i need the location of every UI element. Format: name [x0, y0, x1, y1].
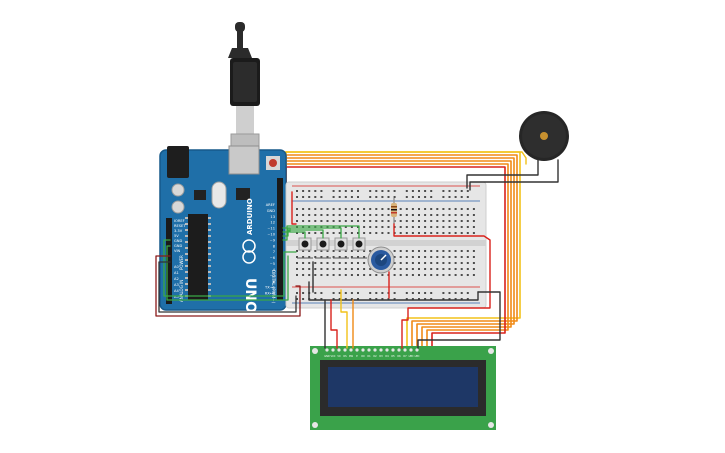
lcd-pin-label: RW [349, 355, 354, 358]
digital-pin-label: GND [267, 209, 275, 213]
lcd-screen [328, 367, 478, 407]
lcd-pin [385, 348, 389, 352]
wire [163, 239, 297, 297]
lcd-pin-label: LED [415, 355, 420, 358]
digital-pin-label: ~6 [270, 256, 276, 260]
power-pin-label: GND [174, 244, 182, 248]
section-digital-label: DIGITAL (PWM~) [271, 270, 276, 304]
lcd-pin [415, 348, 419, 352]
digital-pin-label: ~3 [270, 274, 275, 278]
wire [308, 281, 479, 301]
buzzer-icon [519, 111, 569, 161]
wire [340, 289, 348, 349]
lcd-pin-label: D0 [361, 355, 365, 358]
wire [393, 223, 491, 349]
digital-pin-label: TX→1 [264, 286, 275, 290]
lcd-pin-label: E [356, 355, 358, 358]
lcd-pin [367, 348, 371, 352]
arduino-brand: ARDUINO [246, 198, 254, 235]
lcd-pin [355, 348, 359, 352]
lcd-pin [325, 348, 329, 352]
digital-pin-label: 4 [273, 268, 276, 272]
digital-pin-label: 7 [273, 250, 275, 254]
lcd-pin-label: GND [324, 355, 330, 358]
lcd-pin [391, 348, 395, 352]
digital-pin-label: AREF [266, 203, 275, 207]
power-analog-header [166, 218, 172, 304]
digital-pin-label: ~9 [270, 238, 276, 242]
wire [282, 225, 360, 241]
lcd-pin [373, 348, 377, 352]
wire [166, 245, 289, 301]
lcd-pin [349, 348, 353, 352]
digital-pin-label: ~10 [267, 233, 275, 237]
lcd-pin [361, 348, 365, 352]
lcd-pin [331, 348, 335, 352]
analog-pin-label: A1 [174, 271, 179, 275]
wire [158, 261, 297, 313]
resistor-icon [391, 198, 397, 224]
lcd-pin-label: VCC [331, 355, 336, 358]
atmega-chip [188, 214, 208, 300]
digital-pin-label: 2 [273, 280, 275, 284]
lcd-pin-label: D7 [403, 355, 407, 358]
wire [291, 191, 297, 225]
lcd-pin [337, 348, 341, 352]
lcd-pin-label: D2 [373, 355, 377, 358]
digital-pin-label: 8 [273, 244, 276, 248]
lcd-pin [343, 348, 347, 352]
section-power-label: POWER [179, 255, 184, 270]
lcd-pin-label: D5 [391, 355, 395, 358]
wire [282, 151, 527, 165]
analog-pin-label: A2 [174, 277, 179, 281]
wire [469, 159, 559, 191]
power-pin-label: 3.3V [174, 229, 183, 233]
digital-pin-label: 12 [270, 221, 275, 225]
lcd-pin [397, 348, 401, 352]
breadboard [285, 181, 487, 309]
usb-port [228, 145, 260, 175]
wire [330, 299, 338, 349]
arduino-logo-icon [242, 239, 256, 253]
pushbutton-icon [333, 237, 349, 259]
lcd-pin-label: V0 [337, 355, 341, 358]
power-pin-label: 5V [174, 234, 179, 238]
power-jack [167, 146, 189, 178]
wire [417, 291, 501, 349]
power-pin-label: RESET [174, 224, 186, 228]
analog-pin-label: A5 [174, 295, 179, 299]
digital-pin-label: ~5 [270, 262, 275, 266]
lcd-pin-label: D6 [397, 355, 401, 358]
analog-pin-label: A4 [174, 289, 179, 293]
digital-pin-label: ~11 [267, 227, 275, 231]
usb-cable-icon [228, 22, 260, 165]
lcd-pin [409, 348, 413, 352]
wire [155, 255, 301, 317]
lcd-pin-label: D1 [367, 355, 371, 358]
power-pin-label: VIN [174, 249, 181, 253]
analog-pin-label: A0 [174, 265, 179, 269]
section-analog-label: ANALOG IN [179, 280, 184, 302]
lcd-pin-label: LED [409, 355, 414, 358]
analog-pin-label: A3 [174, 283, 179, 287]
lcd-pin-label: RS [343, 355, 347, 358]
lcd-pin [379, 348, 383, 352]
lcd-pin-label: D3 [379, 355, 383, 358]
wire [282, 227, 342, 239]
power-pin-label: GND [174, 239, 182, 243]
power-pin-label: IOREF [174, 219, 185, 223]
digital-header [277, 178, 283, 300]
digital-pin-label: RX←0 [265, 292, 276, 296]
digital-pin-label: 13 [270, 215, 275, 219]
lcd-pin [403, 348, 407, 352]
potentiometer-icon [367, 246, 395, 274]
wire [466, 159, 539, 189]
wire-bundle-front [155, 159, 559, 349]
lcd-pin-label: D4 [385, 355, 389, 358]
